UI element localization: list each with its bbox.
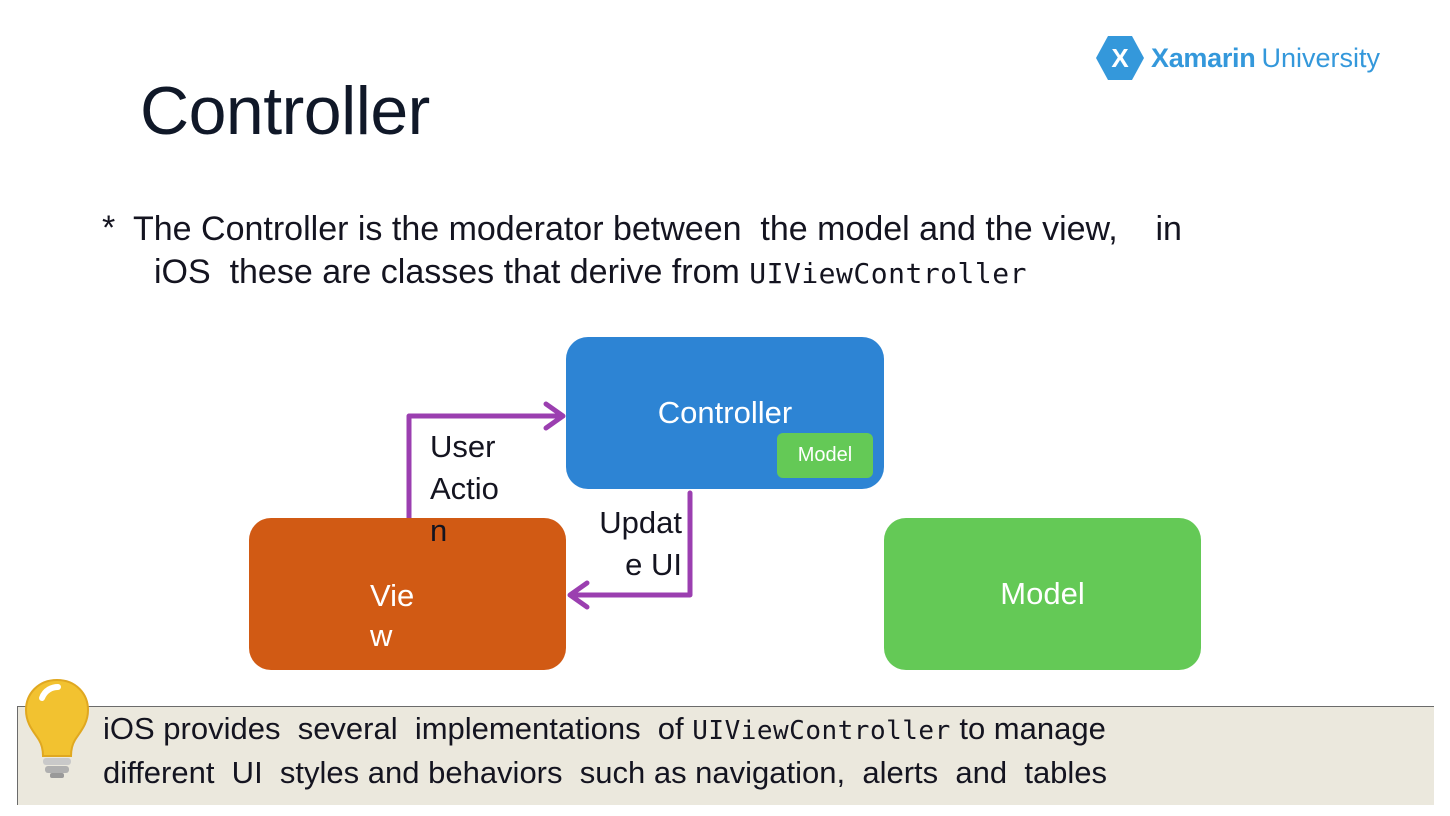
slide-title: Controller xyxy=(140,73,430,149)
controller-model-badge: Model xyxy=(777,433,873,478)
tip-line1-b: to manage xyxy=(950,711,1106,746)
update-ui-arrowhead xyxy=(567,580,590,610)
tip-code: UIViewController xyxy=(692,716,951,746)
bullet-line1-text: The Controller is the moderator between … xyxy=(133,210,1182,248)
tip-line1-a: iOS provides several implementations of xyxy=(103,711,693,746)
update-ui-label: Update UI xyxy=(599,505,682,582)
tip-text-line1: iOS provides several implementations of … xyxy=(103,711,1106,747)
controller-box-label: Controller xyxy=(657,395,793,430)
bullet-text-line2: iOS these are classes that derive from U… xyxy=(154,253,1027,292)
update-ui-arrow xyxy=(568,490,693,598)
xamarin-hexagon-icon: X xyxy=(1096,36,1144,80)
user-action-arrowhead xyxy=(543,401,566,431)
bullet-line2-text: iOS these are classes that derive from xyxy=(154,253,750,291)
model-box-label: Model xyxy=(1000,576,1085,611)
logo-subtitle: University xyxy=(1261,42,1380,73)
logo-brand: Xamarin xyxy=(1151,42,1256,73)
model-box: Model xyxy=(884,518,1201,670)
bullet-code: UIViewController xyxy=(749,257,1027,290)
lightbulb-icon xyxy=(24,678,90,778)
view-box-label: View xyxy=(370,578,415,653)
xamarin-university-logo: X Xamarin University xyxy=(1095,34,1380,82)
bullet-text-line1: The Controller is the moderator between … xyxy=(133,210,1182,249)
bullet-marker: * xyxy=(102,209,116,247)
tip-box xyxy=(17,706,1434,805)
view-box: View xyxy=(249,518,566,670)
logo-mark: X xyxy=(1111,43,1129,73)
user-action-arrow xyxy=(406,413,565,521)
user-action-label: User Action xyxy=(430,429,499,548)
tip-text-line2: different UI styles and behaviors such a… xyxy=(103,755,1108,790)
